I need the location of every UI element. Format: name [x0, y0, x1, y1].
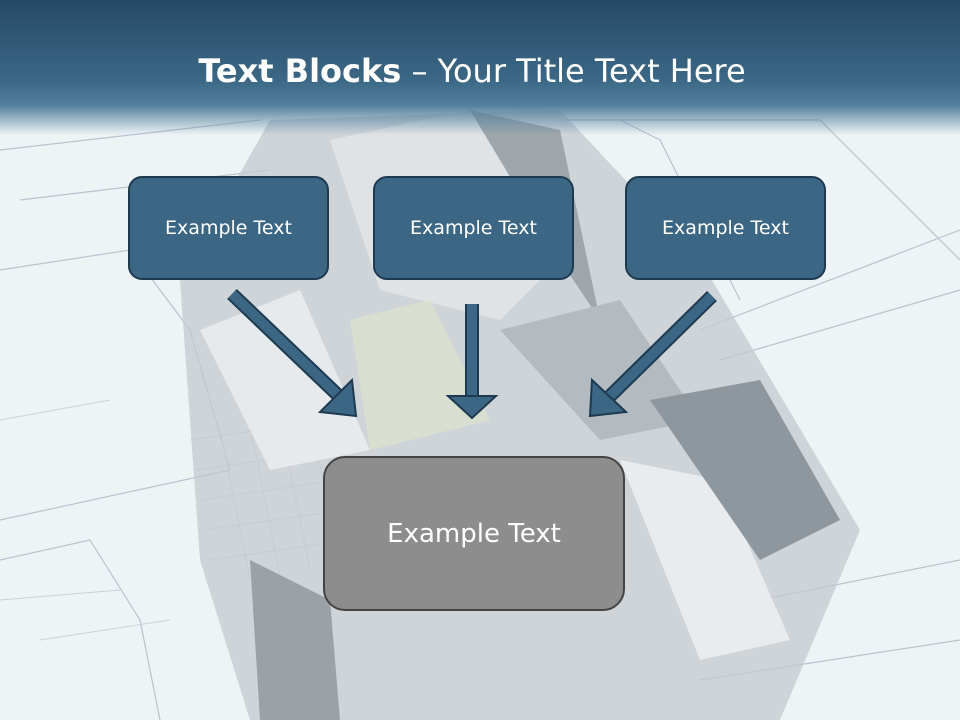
text-block-2[interactable]: Example Text [373, 176, 574, 280]
slide-title: Text Blocks – Your Title Text Here [0, 52, 944, 90]
text-block-1-label: Example Text [165, 217, 292, 239]
result-block[interactable]: Example Text [323, 456, 625, 611]
title-bold: Text Blocks [198, 52, 402, 90]
text-block-2-label: Example Text [410, 217, 537, 239]
text-block-1[interactable]: Example Text [128, 176, 329, 280]
title-rest: – Your Title Text Here [401, 52, 746, 90]
text-block-3[interactable]: Example Text [625, 176, 826, 280]
result-block-label: Example Text [387, 518, 561, 549]
text-block-3-label: Example Text [662, 217, 789, 239]
title-bar [0, 0, 960, 135]
